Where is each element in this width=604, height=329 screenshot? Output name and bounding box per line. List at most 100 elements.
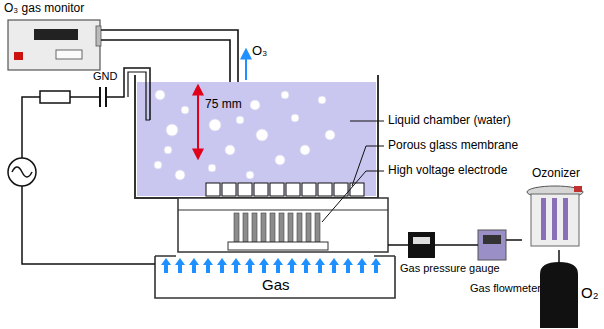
terminal-label: GND [93, 70, 117, 83]
leader-line [322, 171, 384, 222]
bubbles [154, 90, 335, 180]
gas-arrow [273, 258, 283, 273]
gas-arrow [231, 258, 241, 273]
ozonizer: Ozonizer [522, 184, 588, 250]
pressure-gauge-display [413, 237, 430, 244]
gas-tray [155, 256, 395, 298]
electrode-pin [261, 213, 266, 242]
bubble [318, 96, 326, 104]
ozonizer-tube [563, 198, 568, 240]
electrode-pin [297, 213, 302, 242]
capacitor-symbol [99, 87, 101, 107]
gas-arrow [161, 258, 171, 273]
leader-line [352, 146, 384, 186]
gas-line [435, 244, 478, 246]
monitor-display [34, 29, 78, 40]
water [137, 82, 376, 196]
bubble [225, 145, 235, 155]
bubble [291, 114, 299, 122]
gas-arrow [301, 258, 311, 273]
electrode-base [228, 242, 328, 250]
dimension-label: 75 mm [205, 98, 242, 112]
electrode-pin [243, 213, 248, 242]
membrane-cell [206, 183, 220, 196]
membrane-cell [286, 183, 300, 196]
gas-arrow [259, 258, 269, 273]
gas-arrow [371, 258, 381, 273]
gas-arrow [329, 258, 339, 273]
wire [22, 97, 40, 158]
flowmeter: Gas flowmeter [478, 230, 506, 260]
pressure-gauge-body [408, 232, 435, 258]
membrane-cell [222, 183, 236, 196]
monitor-body [8, 20, 100, 70]
device-label: O₂ [581, 284, 599, 301]
wire [70, 96, 100, 98]
electrode-pin [306, 213, 311, 242]
membrane-cell [238, 183, 252, 196]
ozone-arrow [245, 50, 247, 80]
electrode-pin [315, 213, 320, 242]
bubble [166, 124, 178, 136]
gas-arrow [175, 258, 185, 273]
bubble [154, 161, 162, 169]
bubble [250, 100, 260, 110]
high-voltage-electrode [234, 213, 320, 242]
electrode-pin [279, 213, 284, 242]
housing-plate [178, 209, 388, 210]
ac-source [8, 158, 36, 186]
gas-arrow [315, 258, 325, 273]
device-label: Ozonizer [532, 167, 580, 181]
device-label: Gas flowmeter [470, 282, 541, 295]
membrane-cell [318, 183, 332, 196]
sine-symbol [12, 167, 32, 177]
ozonizer-knob [574, 186, 582, 192]
gas-label: Gas [262, 276, 290, 293]
gas-arrow [203, 258, 213, 273]
gas-arrow [343, 258, 353, 273]
liquid-chamber [135, 75, 378, 198]
electrode-pin [252, 213, 257, 242]
bubble [175, 170, 185, 180]
gas-arrow [189, 258, 199, 273]
bubble [209, 119, 221, 131]
bubble [246, 171, 254, 179]
ozonizer-tube [552, 198, 557, 240]
gas-arrow [287, 258, 297, 273]
bubble [275, 155, 285, 165]
oxygen-cylinder-node: O₂ [540, 262, 578, 328]
porous-glass-membrane [206, 183, 364, 196]
gas-arrow [245, 258, 255, 273]
bubble [164, 146, 172, 154]
wire [22, 186, 155, 264]
electrode-pin [288, 213, 293, 242]
flowmeter-display [483, 235, 501, 244]
gas-arrow [357, 258, 367, 273]
device-label: Gas pressure gauge [400, 262, 500, 275]
bubble [300, 145, 310, 155]
ozonizer-body [531, 194, 579, 246]
electrode-pin [234, 213, 239, 242]
bubble [236, 116, 244, 124]
dimension-arrow [197, 86, 199, 158]
bubble [155, 90, 165, 100]
gas-line [506, 239, 522, 241]
part-label: High voltage electrode [388, 164, 507, 178]
gas-monitor: O₃ gas monitor [8, 20, 100, 70]
leader-line [350, 121, 384, 122]
gas-line [388, 244, 408, 246]
flowmeter-body [478, 230, 506, 260]
device-label: O₃ gas monitor [4, 2, 84, 16]
bubble [256, 129, 268, 141]
resistor-symbol [40, 91, 70, 103]
gas-label: O₃ [252, 44, 267, 59]
electrode-pin [270, 213, 275, 242]
bubble [325, 130, 335, 140]
gas-flow-arrows [161, 258, 381, 273]
monitor-panel [56, 50, 82, 59]
ground-electrode [128, 72, 150, 120]
